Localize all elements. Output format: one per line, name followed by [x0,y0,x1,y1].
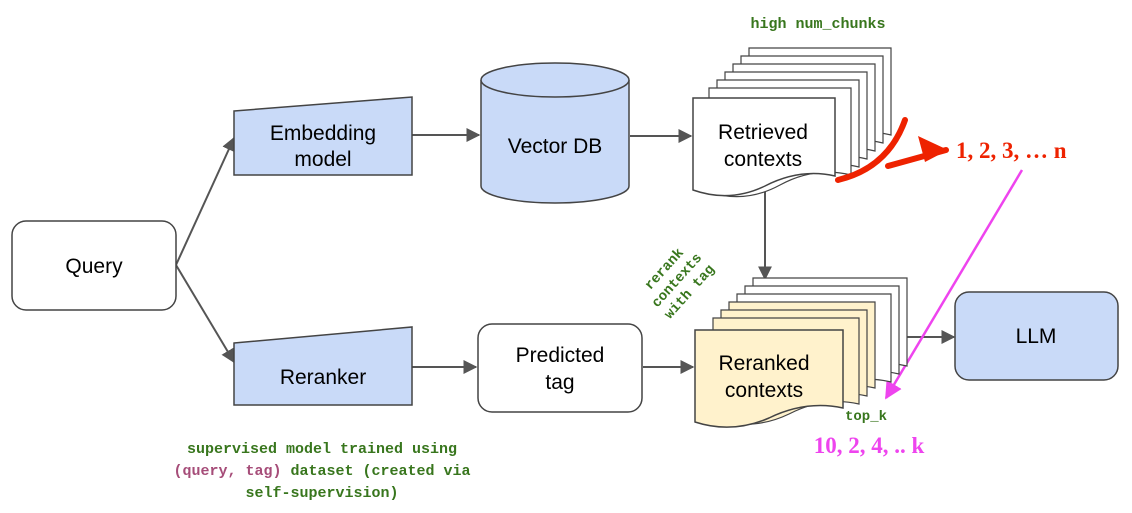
reranker-note-line1: supervised model trained using [187,441,457,458]
reranker-label: Reranker [280,366,366,389]
query-node: Query [11,220,177,311]
retrieved-contexts-stack: Retrieved contexts [692,47,892,198]
edge-query-to-reranker [175,264,235,364]
vector-db-label: Vector DB [508,135,603,158]
vector-db-node: Vector DB [480,62,630,204]
rerank-annotation: rerank contexts with tag [642,246,719,323]
reranker-note-line3: self-supervision) [245,485,398,502]
edge-query-to-embedding [175,136,236,266]
reranker-note: supervised model trained using (query, t… [173,441,470,502]
query-label: Query [65,255,123,278]
embedding-model-node: Embedding model [233,96,413,176]
predicted-tag-node: Predicted tag [477,323,643,413]
retrieved-ranking-label: 1, 2, 3, … n [956,138,1067,163]
llm-label: LLM [1016,325,1057,348]
predicted-tag-label-line1: Predicted [516,344,605,367]
edges [175,128,956,374]
high-num-chunks-label: high num_chunks [750,16,885,33]
reranked-contexts-stack: Reranked contexts [694,277,908,428]
reranker-note-line2-rest: dataset (created via [282,463,471,480]
top-k-label: top_k [845,409,887,425]
reranker-node: Reranker [233,326,413,406]
reranker-note-highlight: (query, tag) [173,463,281,480]
red-ranking-arrow [835,117,949,183]
embedding-model-label-line2: model [294,148,351,171]
retrieved-contexts-label-line2: contexts [724,148,802,171]
predicted-tag-label-line2: tag [545,371,574,394]
embedding-model-label-line1: Embedding [270,122,376,145]
reranked-contexts-label-line1: Reranked [718,352,809,375]
reranked-contexts-label-line2: contexts [725,379,803,402]
magenta-ranking-arrow [884,169,1024,400]
llm-node: LLM [954,291,1119,381]
reranker-note-line2: (query, tag) dataset (created via [173,463,470,480]
retrieved-contexts-label-line1: Retrieved [718,121,808,144]
reranked-ranking-label: 10, 2, 4, .. k [814,433,925,458]
